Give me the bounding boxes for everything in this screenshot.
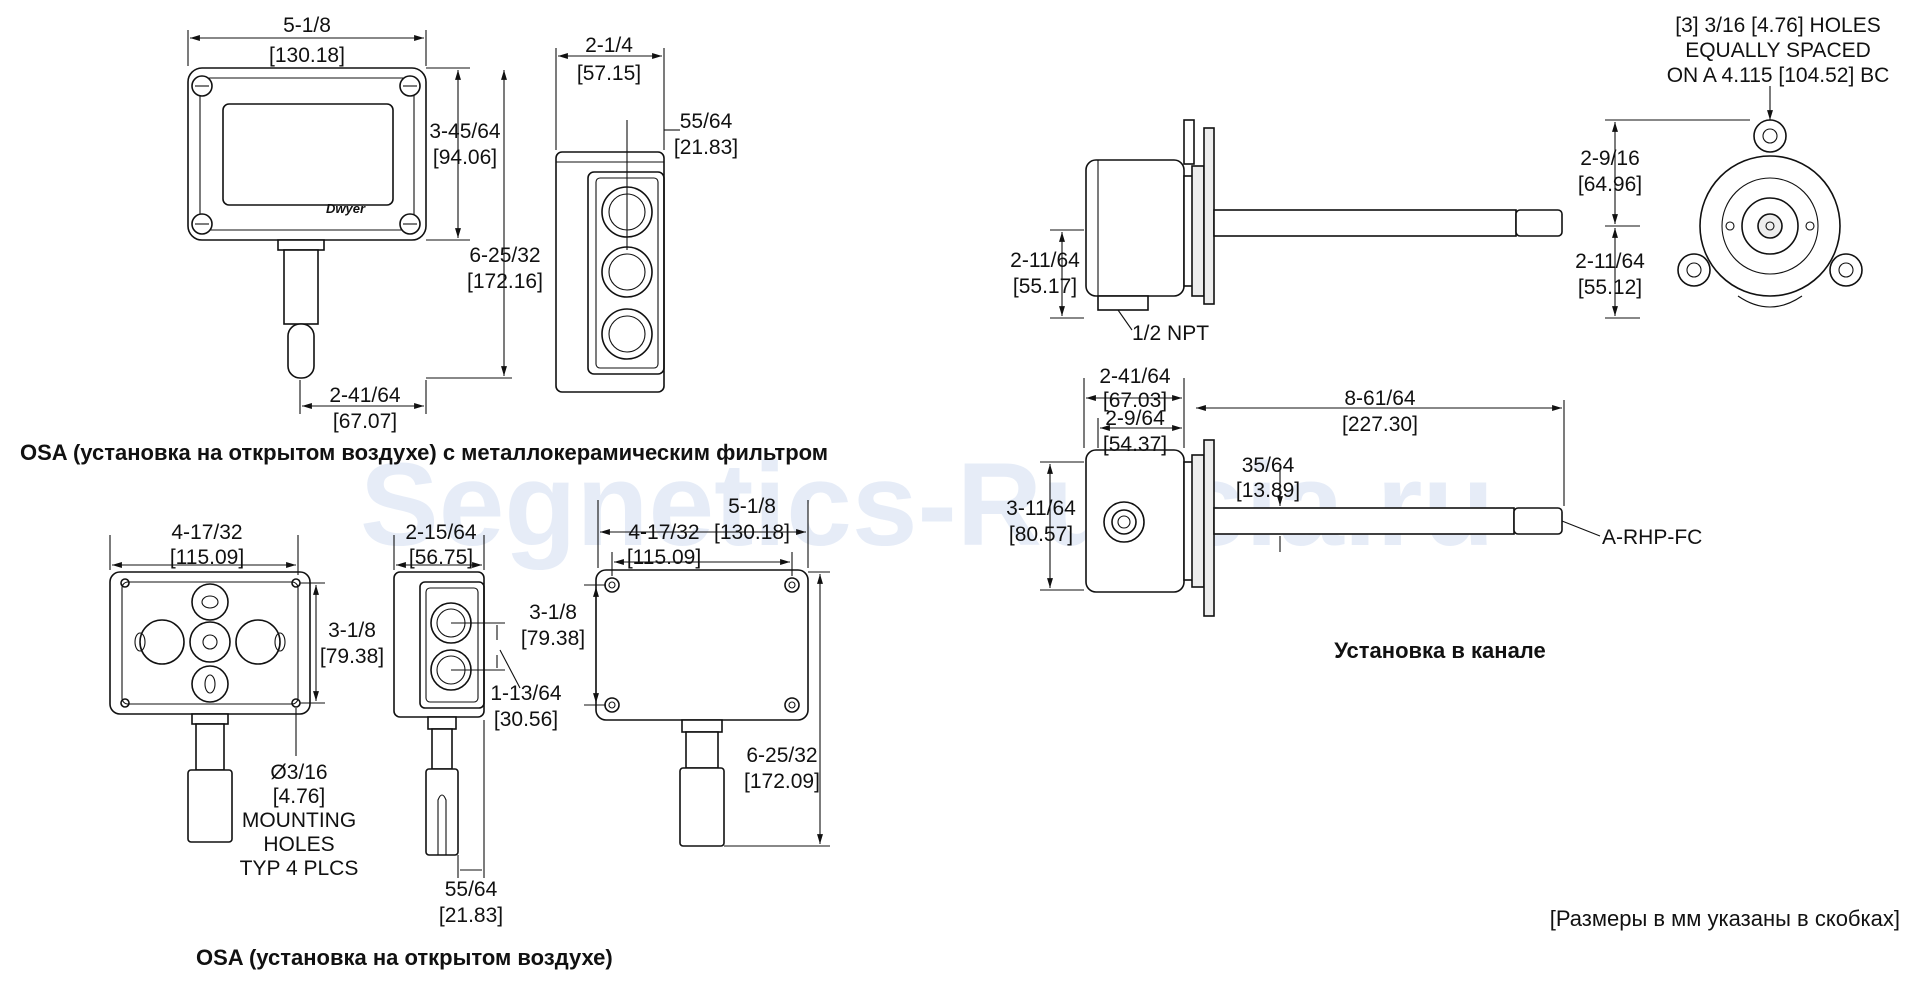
hole-label: MOUNTING [242, 809, 356, 832]
hole-label: TYP 4 PLCS [240, 857, 359, 880]
housing-outline [595, 569, 809, 721]
dim-label: [21.83] [439, 904, 503, 927]
dim-label: [57.15] [577, 62, 641, 85]
dim-label: 3-1/8 [529, 601, 577, 624]
dim-label: [79.38] [521, 627, 585, 650]
dim-label: [115.09] [627, 546, 701, 569]
dim-label: [67.03] [1103, 389, 1167, 412]
holes-note: ON A 4.115 [104.52] BC [1667, 64, 1890, 87]
probe-cap [187, 769, 233, 843]
dim-label: 8-61/64 [1344, 387, 1416, 410]
npt-label: 1/2 NPT [1132, 322, 1209, 345]
dim-label: [79.38] [320, 645, 384, 668]
view-osa-side: 2-15/64 [56.75] 1-13/64 [30.56] 55/64 [2… [393, 521, 562, 927]
watermark: Segnetics-Russia.ru [360, 439, 1494, 571]
housing-side [393, 571, 485, 718]
dwyer-logo: Dwyer [326, 201, 366, 216]
dim-label: 3-11/64 [1006, 497, 1076, 520]
dim-label: [94.06] [433, 146, 497, 169]
probe-tube [1213, 507, 1515, 535]
screw-icon [784, 577, 800, 593]
dim-label: [227.30] [1342, 413, 1418, 436]
model-label: A-RHP-FC [1602, 526, 1702, 549]
dim-label: 2-11/64 [1575, 250, 1645, 273]
dim-label: [67.07] [333, 410, 397, 433]
mounting-flange [1203, 439, 1215, 617]
dim-label: 2-1/4 [585, 34, 633, 57]
dim-label: [55.17] [1013, 275, 1077, 298]
probe-body [283, 249, 319, 325]
dim-label: [172.16] [467, 270, 543, 293]
view-duct-side: 1/2 NPT 2-11/64 [55.17] [1010, 119, 1563, 345]
dim-label: 2-15/64 [405, 521, 477, 544]
dim-label: 5-1/8 [728, 495, 776, 518]
hole-label: [4.76] [273, 785, 326, 808]
dim-label: 5-1/8 [283, 14, 331, 37]
dim-label: 2-41/64 [1099, 365, 1171, 388]
probe-tip [1515, 209, 1563, 237]
dim-label: [172.09] [744, 770, 820, 793]
display-window [222, 103, 394, 206]
dim-label: 55/64 [680, 110, 733, 133]
dim-label: 55/64 [445, 878, 498, 901]
probe-tube [1213, 209, 1517, 237]
view-osa-back: 4-17/32 [115.09] 3-1/8 [79.38] Ø3/16 [4.… [109, 521, 384, 880]
duct-housing [1085, 159, 1185, 297]
dim-label: 6-25/32 [746, 744, 817, 767]
dim-label: [13.89] [1236, 479, 1300, 502]
dim-label: [56.75] [409, 546, 473, 569]
dim-label: [130.18] [714, 521, 790, 544]
dim-label: [21.83] [674, 136, 738, 159]
holes-note: EQUALLY SPACED [1685, 39, 1871, 62]
sintered-filter [287, 323, 315, 379]
view-duct-bottom: A-RHP-FC 2-41/64 [67.03] 2-9/64 [54.37] … [1006, 365, 1702, 617]
caption-osa: OSA (установка на открытом воздухе) [196, 945, 613, 970]
dim-label: [30.56] [494, 708, 558, 731]
dim-label: 2-11/64 [1010, 249, 1080, 272]
view-osa-filter-side: 2-1/4 [57.15] 55/64 [21.83] [555, 34, 738, 393]
hole-label: Ø3/16 [270, 761, 327, 784]
flange-hole-icon [1829, 253, 1863, 287]
hole-label: HOLES [263, 833, 334, 856]
dim-label: [80.57] [1009, 523, 1073, 546]
flange-hole-icon [1753, 119, 1787, 153]
dim-label: [130.18] [269, 44, 345, 67]
dim-label: 2-9/16 [1580, 147, 1640, 170]
mounting-flange [1203, 127, 1215, 305]
conduit-port-icon [1103, 501, 1145, 543]
screw-icon [784, 697, 800, 713]
probe-cap [425, 768, 459, 856]
dim-label: 2-41/64 [329, 384, 401, 407]
caption-duct: Установка в канале [1334, 638, 1545, 663]
dim-label: 35/64 [1242, 454, 1295, 477]
probe-cap [679, 767, 725, 847]
mounting-hole-icon [120, 578, 130, 588]
dim-label: 3-45/64 [429, 120, 501, 143]
dim-label: [115.09] [170, 546, 244, 569]
dim-label: 1-13/64 [490, 682, 562, 705]
holes-note: [3] 3/16 [4.76] HOLES [1675, 14, 1880, 37]
mounting-hole-icon [120, 698, 130, 708]
view-duct-front: [3] 3/16 [4.76] HOLES EQUALLY SPACED ON … [1575, 14, 1890, 319]
dim-label: 3-1/8 [328, 619, 376, 642]
units-note: [Размеры в мм указаны в скобках] [1550, 906, 1900, 931]
dim-label: 2-9/64 [1105, 407, 1165, 430]
dim-label: 6-25/32 [469, 244, 540, 267]
flange-hole-icon [1677, 253, 1711, 287]
dim-label: [54.37] [1103, 433, 1167, 456]
dim-label: 4-17/32 [628, 521, 699, 544]
dim-label: [64.96] [1578, 173, 1642, 196]
view-osa-front: 5-1/8 [130.18] 4-17/32 [115.09] 3-1/8 [7… [521, 495, 830, 847]
dim-label: 4-17/32 [171, 521, 242, 544]
caption-osa-filter: OSA (установка на открытом воздухе) с ме… [20, 440, 828, 465]
dim-label: [55.12] [1578, 276, 1642, 299]
view-osa-filter-front: Dwyer 5-1/8 [130.18] 3-45/64 [94.06] 6-2… [187, 14, 543, 433]
probe-tip [1513, 507, 1563, 535]
